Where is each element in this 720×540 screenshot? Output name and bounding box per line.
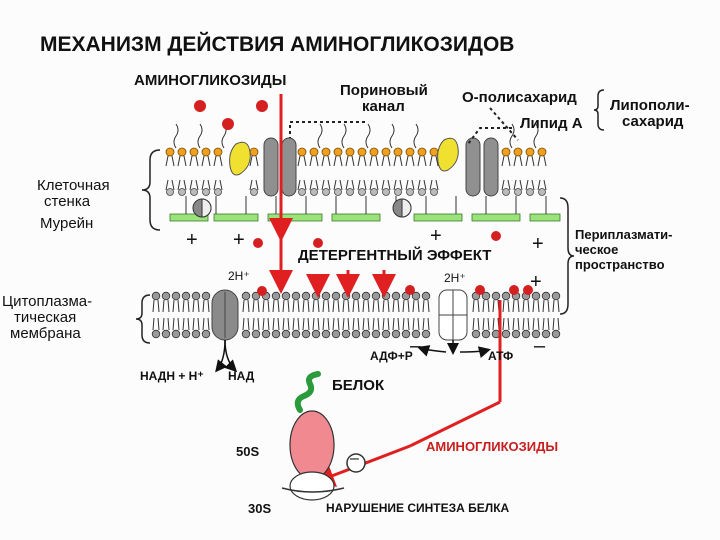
outer-membrane-protein-left — [229, 141, 251, 176]
mrna-strand — [281, 487, 345, 493]
label-2h-left: 2Н⁺ — [228, 269, 250, 283]
metabolic-arrows — [215, 339, 491, 373]
label-membrane-3: мембрана — [10, 325, 81, 342]
label-nad: НАД — [228, 369, 255, 383]
label-cell-wall-2: стенка — [44, 193, 91, 210]
label-ribosome-50s: 50S — [236, 444, 260, 459]
page-title: МЕХАНИЗМ ДЕЙСТВИЯ АМИНОГЛИКОЗИДОВ — [40, 33, 515, 56]
charge-plus-2: + — [233, 229, 245, 251]
label-periplasm-3: пространство — [575, 257, 665, 272]
label-lps-1: Липополи- — [610, 97, 690, 114]
lps-bracket — [593, 89, 605, 131]
label-atp: АТФ — [488, 349, 514, 363]
membrane-bracket — [135, 294, 151, 344]
label-protein: БЕЛОК — [332, 377, 385, 394]
label-membrane-1: Цитоплазма- — [2, 293, 93, 310]
label-adp: АДФ+Р — [370, 349, 413, 363]
outer-membrane-protein-right — [437, 137, 459, 172]
ribosome-inhibition-minus: – — [350, 450, 359, 467]
label-lipid-a: Липид А — [520, 115, 583, 132]
periplasm-bracket — [559, 197, 575, 315]
charge-minus-2: – — [534, 335, 546, 357]
label-protein-synthesis-disruption: НАРУШЕНИЕ СИНТЕЗА БЕЛКА — [326, 501, 510, 515]
atp-synthase — [438, 289, 468, 341]
label-lps-2: сахарид — [622, 113, 684, 130]
outer-membrane-bottom-lipids — [165, 179, 547, 196]
label-periplasm-2: ческое — [575, 242, 619, 257]
charge-plus-1: + — [186, 229, 198, 251]
label-o-polysaccharide: О-полисахарид — [462, 89, 577, 106]
nadh-dehydrogenase-protein — [211, 289, 239, 341]
label-murein: Мурейн — [40, 215, 94, 232]
lipoprotein-right — [392, 198, 412, 218]
porin-channel-left — [263, 137, 297, 197]
o-polysaccharide-chains — [173, 123, 539, 149]
ribosome — [289, 371, 335, 501]
label-periplasm-1: Периплазмати- — [575, 227, 673, 242]
label-nadh: НАДН + Н⁺ — [140, 369, 204, 383]
lipid-a-pointer — [467, 127, 512, 145]
label-aminoglycosides-bottom: АМИНОГЛИКОЗИДЫ — [426, 439, 559, 454]
label-porin-channel-2: канал — [362, 98, 405, 115]
murein-layer — [169, 196, 561, 222]
inhibition-symbol — [346, 453, 366, 473]
label-detergent-effect: ДЕТЕРГЕНТНЫЙ ЭФФЕКТ — [298, 247, 492, 264]
outer-membrane-top-lipids — [165, 147, 547, 167]
o-polysaccharide-pointer — [489, 107, 519, 141]
label-membrane-2: тическая — [14, 309, 77, 326]
label-aminoglycosides-top: АМИНОГЛИКОЗИДЫ — [134, 72, 287, 89]
charge-plus-5: + — [530, 271, 542, 293]
porin-channel-right — [465, 137, 499, 197]
label-porin-channel-1: Пориновый — [340, 82, 428, 99]
label-2h-right: 2Н⁺ — [444, 271, 466, 285]
charge-plus-4: + — [532, 233, 544, 255]
lipoprotein-left — [192, 198, 212, 218]
porin-pointer — [289, 121, 365, 138]
label-ribosome-30s: 30S — [248, 501, 272, 516]
charge-minus-1: – — [410, 335, 422, 357]
cell-wall-bracket — [141, 149, 161, 231]
label-cell-wall-1: Клеточная — [37, 177, 110, 194]
aminoglycoside-molecules — [194, 100, 533, 487]
charge-plus-3: + — [430, 225, 442, 247]
